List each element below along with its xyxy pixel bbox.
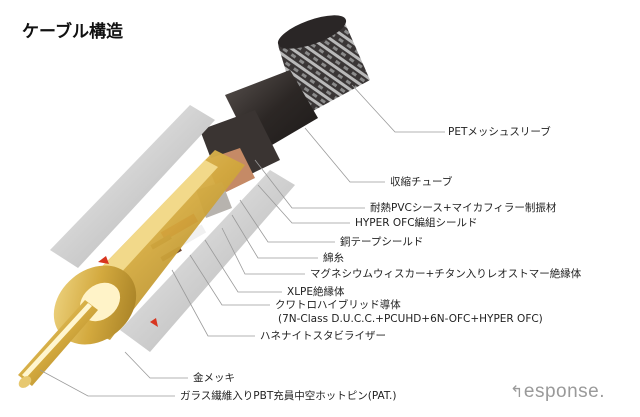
response-logo-text: esponse. <box>523 381 606 402</box>
label-shrink-tube: 収縮チューブ <box>390 176 453 188</box>
response-logo: ↰esponse. <box>510 381 605 403</box>
label-quattro-conductor: クワトロハイブリッド導体 <box>275 299 401 311</box>
label-magnesium-insulator: マグネシウムウィスカー+チタン入りレオストマー絶縁体 <box>310 268 582 280</box>
label-copper-tape: 銅テープシールド <box>340 236 424 248</box>
response-arrow-icon: ↰ <box>510 384 524 401</box>
label-stabilizer: ハネナイトスタビライザー <box>260 330 386 342</box>
label-hyper-ofc-braid: HYPER OFC編組シールド <box>355 217 478 229</box>
label-pvc-sheath: 耐熱PVCシース+マイカフィラー制振材 <box>370 202 557 214</box>
leader-lines <box>39 84 445 397</box>
label-quattro-conductor-sub: (7N-Class D.U.C.C.+PCUHD+6N-OFC+HYPER OF… <box>278 313 543 325</box>
label-cotton-thread: 綿糸 <box>323 252 344 264</box>
label-pet-mesh-sleeve: PETメッシュスリーブ <box>448 126 551 138</box>
label-xlpe: XLPE絶縁体 <box>287 286 345 298</box>
label-gold-plating: 金メッキ <box>193 372 235 384</box>
label-hollow-pin: ガラス繊維入りPBT充員中空ホットピン(PAT.) <box>180 390 397 402</box>
page-title: ケーブル構造 <box>22 22 123 42</box>
